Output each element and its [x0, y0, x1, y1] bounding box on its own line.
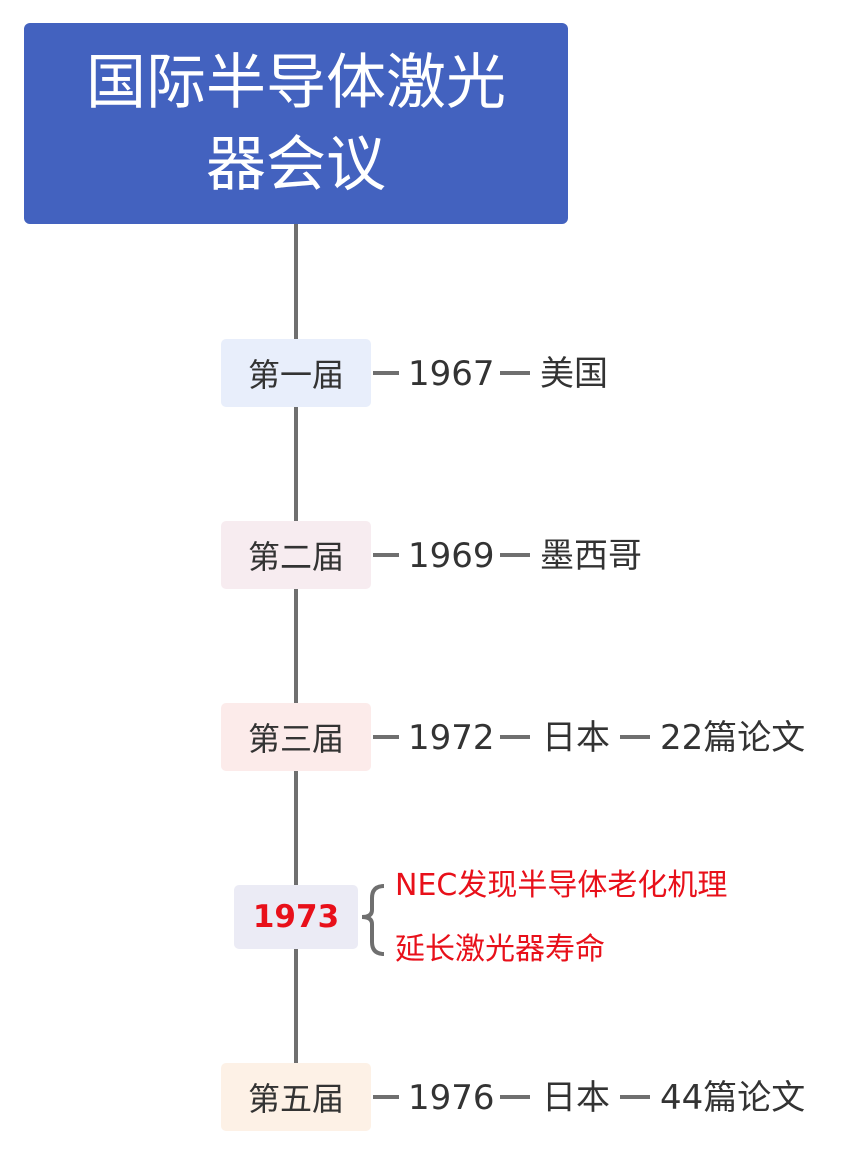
event-5-year: 1976: [408, 1078, 495, 1118]
event-1-location: 美国: [540, 354, 608, 394]
event-5-papers: 44篇论文: [660, 1078, 806, 1118]
connector-line: [500, 553, 530, 557]
title-line-2: 器会议: [206, 129, 386, 200]
connector-line: [500, 371, 530, 375]
event-node-3: 第三届: [221, 703, 371, 771]
title-line-1: 国际半导体激光: [86, 47, 506, 118]
connector-line: [373, 1095, 399, 1099]
event-node-1: 第一届: [221, 339, 371, 407]
timeline-spine: [294, 224, 298, 1064]
event-1973-note-2: 延长激光器寿命: [395, 932, 605, 967]
connector-line: [373, 735, 399, 739]
event-3-location: 日本: [542, 718, 610, 758]
title-box: 国际半导体激光 器会议: [24, 23, 568, 224]
event-3-papers: 22篇论文: [660, 718, 806, 758]
event-node-1973: 1973: [234, 885, 358, 949]
event-5-location: 日本: [542, 1078, 610, 1118]
event-node-2: 第二届: [221, 521, 371, 589]
event-2-location: 墨西哥: [540, 536, 642, 576]
connector-line: [620, 735, 650, 739]
event-node-5: 第五届: [221, 1063, 371, 1131]
connector-line: [500, 1095, 530, 1099]
event-2-year: 1969: [408, 536, 495, 576]
bracket-icon: [361, 884, 385, 956]
event-3-year: 1972: [408, 718, 495, 758]
connector-line: [620, 1095, 650, 1099]
connector-line: [373, 553, 399, 557]
event-1973-note-1: NEC发现半导体老化机理: [395, 868, 728, 903]
event-1-year: 1967: [408, 354, 495, 394]
connector-line: [373, 371, 399, 375]
connector-line: [500, 735, 530, 739]
